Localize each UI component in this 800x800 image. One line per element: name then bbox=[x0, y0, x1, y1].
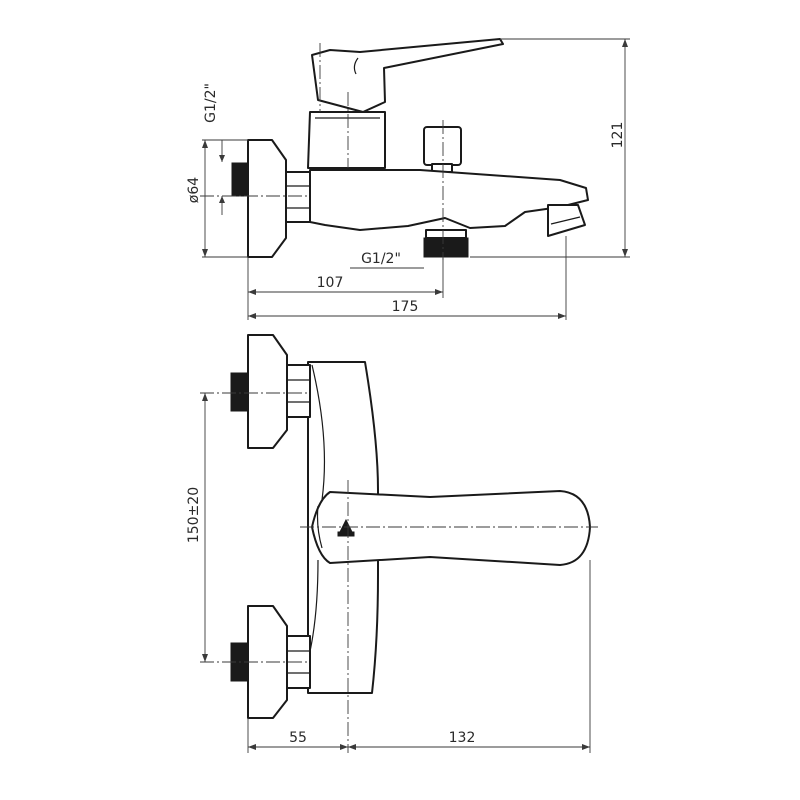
dim-length-outlet: 107 bbox=[317, 275, 344, 291]
side-inlet-thread bbox=[231, 162, 249, 197]
front-lever bbox=[311, 490, 591, 566]
side-spout-body bbox=[309, 169, 589, 231]
dim-diameter: ø64 bbox=[186, 177, 202, 203]
top-hex-nut bbox=[286, 364, 311, 418]
dim-thread-bottom: G1/2" bbox=[361, 251, 401, 267]
side-dimensions bbox=[202, 38, 630, 320]
side-lever bbox=[311, 38, 504, 113]
top-inlet-thread bbox=[230, 372, 249, 412]
side-wall-flange bbox=[247, 139, 287, 258]
front-dimensions bbox=[202, 393, 591, 753]
side-cartridge bbox=[307, 111, 386, 169]
front-view bbox=[200, 334, 598, 753]
dim-height: 121 bbox=[610, 122, 626, 149]
side-hex-nut bbox=[285, 171, 311, 223]
top-wall-flange bbox=[247, 334, 288, 449]
dim-offset-left: 55 bbox=[289, 730, 307, 746]
brand-logo-icon bbox=[337, 518, 355, 537]
side-view bbox=[200, 38, 589, 260]
dim-inlet-spacing: 150±20 bbox=[186, 487, 202, 543]
shower-outlet-thread bbox=[423, 237, 469, 258]
diverter-knob bbox=[423, 126, 462, 166]
dim-lever-length: 132 bbox=[449, 730, 476, 746]
dim-length-total: 175 bbox=[392, 299, 419, 315]
dim-thread-top: G1/2" bbox=[203, 83, 219, 123]
